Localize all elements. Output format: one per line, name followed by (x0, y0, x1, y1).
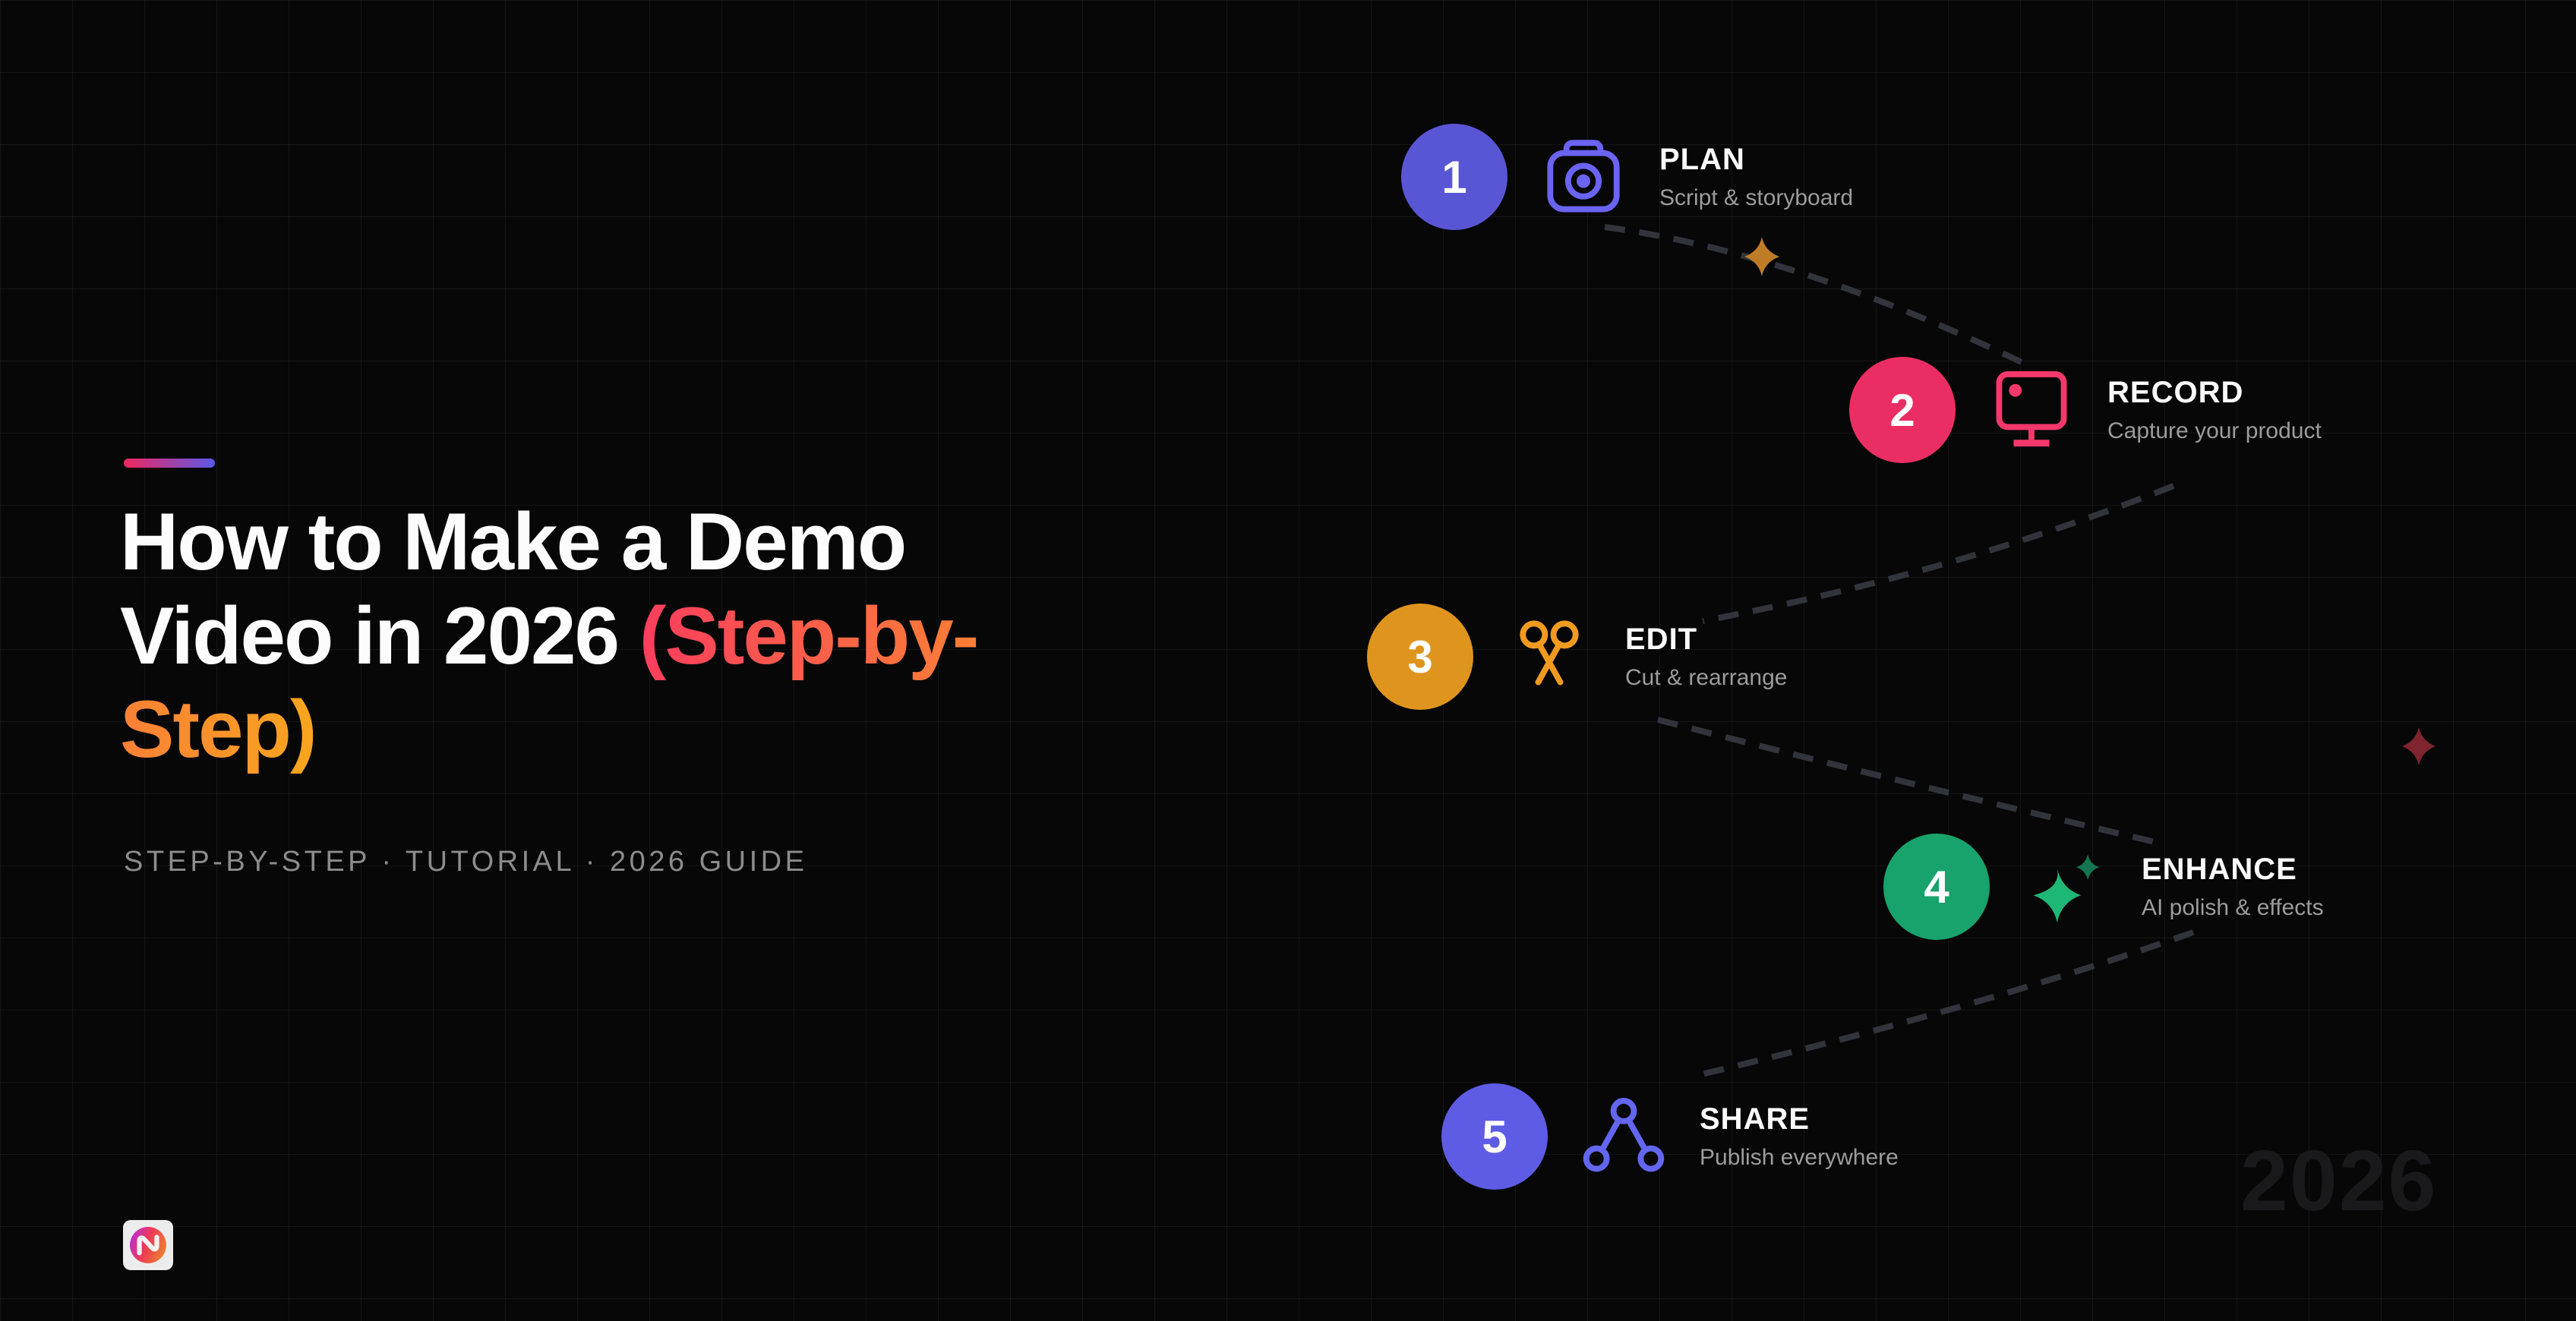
step-3-edit: 3 EDIT Cut & rearrange (1367, 604, 1787, 710)
step-3-number-badge: 3 (1367, 604, 1473, 710)
step-2-record: 2 RECORD Capture your product (1849, 357, 2322, 463)
step-4-label: ENHANCE (2142, 853, 2297, 886)
step-2-number-badge: 2 (1849, 357, 1956, 463)
brand-logo (123, 1220, 173, 1270)
step-4-text: ENHANCE AI polish & effects (2142, 853, 2324, 921)
connector-step1-step2 (1604, 224, 2028, 367)
accent-bar (124, 459, 215, 468)
connector-step3-step4 (1656, 717, 2165, 847)
step-1-label: PLAN (1659, 143, 1745, 176)
monitor-record-icon (1989, 367, 2074, 452)
step-2-description: Capture your product (2107, 418, 2322, 443)
brand-logo-monogram-icon (130, 1227, 166, 1263)
sparkle-red-icon (2402, 727, 2436, 765)
step-1-text: PLAN Script & storyboard (1659, 143, 1853, 211)
sparkle-orange-icon (1744, 237, 1779, 276)
step-5-share: 5 SHARE Publish everywhere (1441, 1083, 1899, 1190)
subtitle: STEP-BY-STEP · TUTORIAL · 2026 GUIDE (124, 846, 808, 878)
step-5-description: Publish everywhere (1700, 1145, 1899, 1170)
connector-step4-step5 (1691, 929, 2195, 1080)
title-line1: How to Make a Demo (120, 496, 907, 587)
scissors-icon (1507, 614, 1592, 699)
step-5-text: SHARE Publish everywhere (1700, 1102, 1899, 1171)
title-line2-plain: Video in 2026 (120, 589, 639, 681)
step-2-text: RECORD Capture your product (2107, 376, 2322, 444)
step-4-description: AI polish & effects (2142, 895, 2324, 920)
camera-icon (1541, 134, 1626, 219)
connector-step2-step3 (1702, 483, 2175, 624)
step-4-enhance: 4 ENHANCE AI polish & effects (1883, 834, 2324, 940)
step-5-label: SHARE (1700, 1102, 1810, 1136)
step-3-label: EDIT (1625, 623, 1698, 656)
step-1-plan: 1 PLAN Script & storyboard (1401, 124, 1853, 230)
share-nodes-icon (1581, 1094, 1666, 1179)
step-1-description: Script & storyboard (1659, 185, 1854, 210)
year-watermark: 2026 (2240, 1133, 2438, 1228)
step-3-description: Cut & rearrange (1625, 665, 1788, 690)
step-2-label: RECORD (2107, 376, 2244, 409)
sparkles-icon (2023, 844, 2108, 929)
step-4-number-badge: 4 (1883, 834, 1990, 940)
step-5-number-badge: 5 (1441, 1083, 1548, 1190)
step-1-number-badge: 1 (1401, 124, 1507, 230)
step-3-text: EDIT Cut & rearrange (1625, 623, 1787, 691)
